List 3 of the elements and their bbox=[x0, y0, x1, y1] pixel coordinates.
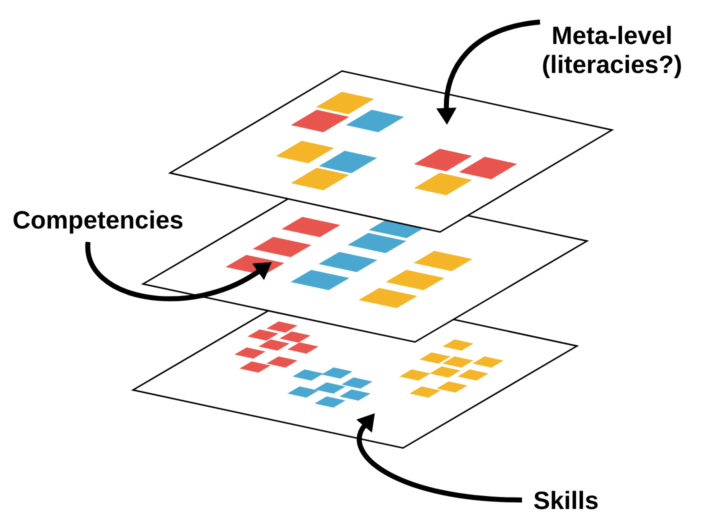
label-text: Skills bbox=[534, 490, 598, 510]
label-text: Competencies bbox=[14, 210, 182, 234]
label-text: Meta-level (literacies?) bbox=[543, 26, 681, 78]
